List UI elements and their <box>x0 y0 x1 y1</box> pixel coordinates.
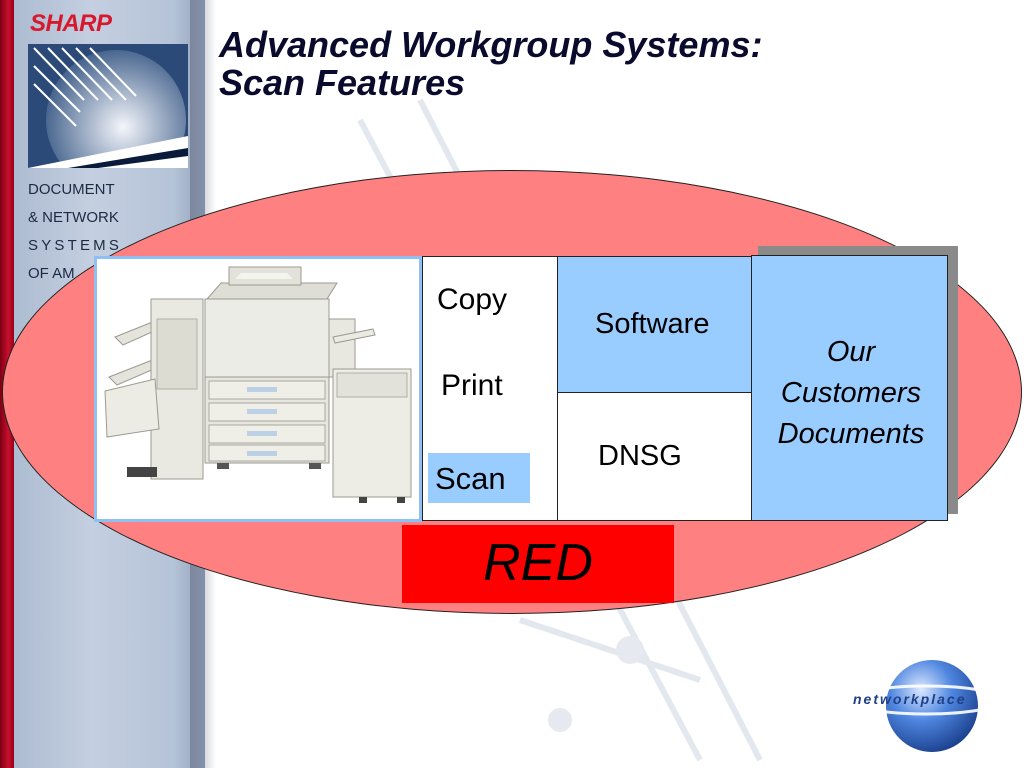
customers-line-1: Our <box>826 336 876 368</box>
networkplace-logo-text: networkplace <box>853 691 967 707</box>
dnsg-label: DNSG <box>598 440 682 472</box>
company-name-block: DOCUMENT & NETWORK SYSTEMS OF AM <box>28 176 198 288</box>
sharp-logo-graphic <box>28 44 188 168</box>
company-line-1: DOCUMENT <box>28 181 115 198</box>
copier-image <box>104 266 412 503</box>
company-line-4: OF AM <box>28 265 75 282</box>
red-label: RED <box>483 534 593 592</box>
customers-box <box>751 255 948 521</box>
software-box <box>557 256 752 393</box>
copy-label: Copy <box>437 283 508 316</box>
slide-title: Advanced Workgroup Systems: Scan Feature… <box>219 26 762 102</box>
title-line-2: Scan Features <box>219 62 466 103</box>
customers-label: Our Customers Documents <box>758 332 944 455</box>
print-label: Print <box>441 369 503 402</box>
dnsg-box <box>557 392 752 521</box>
copier-image-frame <box>94 256 422 522</box>
software-label: Software <box>595 308 710 340</box>
title-line-1: Advanced Workgroup Systems: <box>219 24 763 65</box>
scan-highlight <box>428 453 530 503</box>
sharp-logo-text: SHARP <box>30 10 112 37</box>
company-line-2: & NETWORK <box>28 209 119 226</box>
networkplace-globe-icon <box>848 660 1004 752</box>
company-line-3: SYSTEMS <box>28 237 123 254</box>
customers-line-3: Documents <box>777 418 925 450</box>
red-box <box>402 525 674 603</box>
scan-label: Scan <box>435 461 506 496</box>
customers-line-2: Customers <box>780 377 922 409</box>
